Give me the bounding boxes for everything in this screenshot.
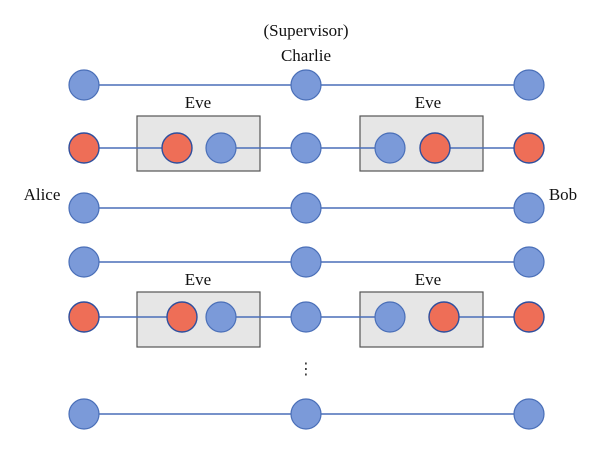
row-0: [68, 69, 545, 101]
eve-node-red: [428, 301, 460, 333]
eve-box-left: [136, 115, 261, 172]
eve-label-left: Eve: [185, 93, 211, 112]
eve-node-blue: [374, 132, 406, 164]
bob-node-compromised: [513, 132, 545, 164]
alice-node: [68, 398, 100, 430]
eve-node-red: [161, 132, 193, 164]
alice-node: [68, 192, 100, 224]
bob-node: [513, 69, 545, 101]
eve-node-blue: [205, 301, 237, 333]
eve-label-right: Eve: [415, 93, 441, 112]
alice-node: [68, 246, 100, 278]
eve-node-red: [419, 132, 451, 164]
charlie-node: [290, 132, 322, 164]
charlie-node: [290, 192, 322, 224]
eve-node-blue: [374, 301, 406, 333]
row-4-intercepted: Eve Eve: [68, 270, 545, 348]
row-2: [68, 192, 545, 224]
charlie-node: [290, 246, 322, 278]
row-3: [68, 246, 545, 278]
eve-node-red: [166, 301, 198, 333]
charlie-node: [290, 301, 322, 333]
supervisor-label: (Supervisor): [264, 21, 349, 40]
alice-node-compromised: [68, 301, 100, 333]
bob-node: [513, 192, 545, 224]
vertical-ellipsis: ⋮: [298, 359, 314, 378]
row-5: [68, 398, 545, 430]
alice-node-compromised: [68, 132, 100, 164]
charlie-label: Charlie: [281, 46, 331, 65]
row-1-intercepted: Eve Eve: [68, 93, 545, 172]
alice-label: Alice: [24, 185, 61, 204]
eve-label-right: Eve: [415, 270, 441, 289]
bob-node: [513, 246, 545, 278]
charlie-node: [290, 398, 322, 430]
bob-node: [513, 398, 545, 430]
eve-label-left: Eve: [185, 270, 211, 289]
eve-box-left: [136, 291, 261, 348]
eve-node-blue: [205, 132, 237, 164]
bob-node-compromised: [513, 301, 545, 333]
alice-node: [68, 69, 100, 101]
bob-label: Bob: [549, 185, 577, 204]
charlie-node: [290, 69, 322, 101]
